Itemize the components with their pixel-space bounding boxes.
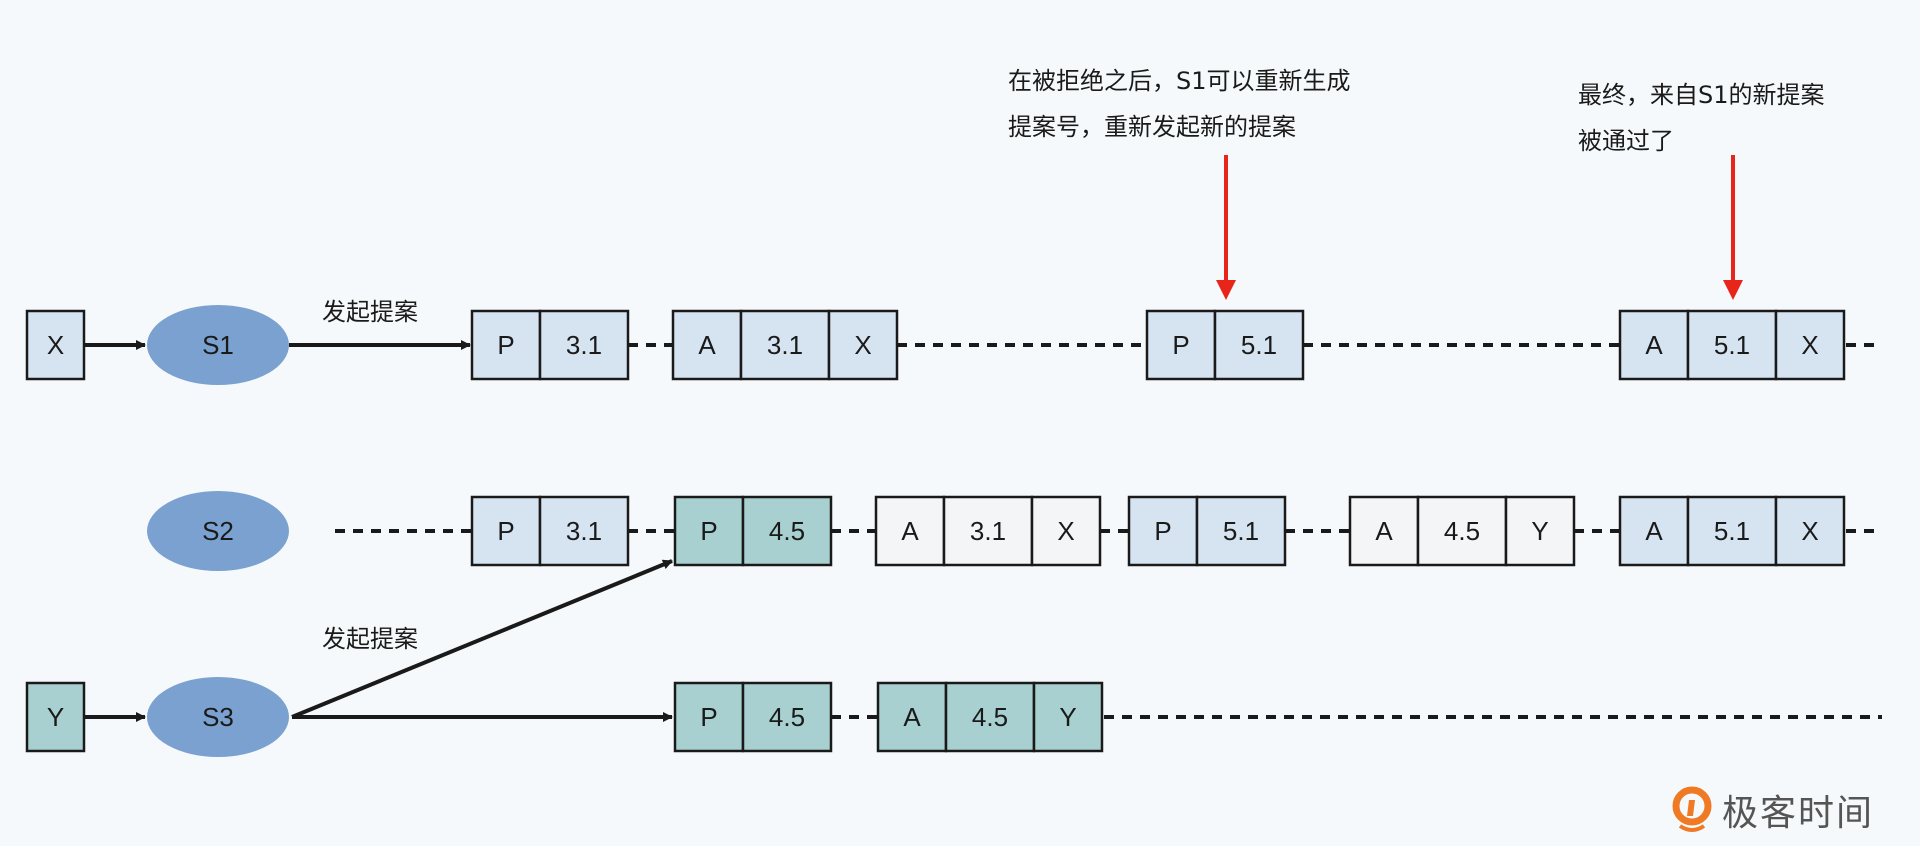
s2-message-4-cell-1-text: 4.5 [1444,516,1480,546]
s1-message-3-cell-1-text: 5.1 [1714,330,1750,360]
s2-message-5: A 5.1 X [1618,495,1846,567]
s2-message-2-cell-1 [942,495,1034,567]
s2-message-3: P 5.1 [1127,495,1287,567]
s3-message-1-cell-2 [1032,681,1104,753]
retry-annotation: 在被拒绝之后，S1可以重新生成 提案号，重新发起新的提案 [1008,58,1351,150]
s1-node [147,305,289,385]
s2-message-0-cell-0 [470,495,542,567]
s2-message-4-cell-1 [1416,495,1508,567]
s1-message-1-cell-2 [827,309,899,381]
s1-message-1-cell-1-text: 3.1 [767,330,803,360]
s2-message-2-cell-2 [1030,495,1102,567]
s2-message-4: A 4.5 Y [1348,495,1576,567]
s3-message-0-cell-1-text: 4.5 [769,702,805,732]
s1-message-0: P 3.1 [470,309,630,381]
s3-message-0-cell-1 [741,681,833,753]
s3-node [147,677,289,757]
accepted-annotation-line2: 被通过了 [1578,127,1674,155]
s3-message-0-cell-0-text: P [700,702,717,732]
s2-message-2-cell-2-text: X [1057,516,1074,546]
logo-text: 极客时间 [1722,793,1875,834]
s1-message-1-cell-2-text: X [854,330,871,360]
s1-message-3-cell-2 [1774,309,1846,381]
s1-node-label: S1 [202,330,234,360]
s1-message-3: A 5.1 X [1618,309,1846,381]
s3-input-box [25,681,86,753]
s3-message-1-cell-1-text: 4.5 [972,702,1008,732]
s2-message-1: P 4.5 [673,495,833,567]
s1-propose-label: 发起提案 [322,298,418,326]
s3-message-1-cell-0 [876,681,948,753]
s1-message-0-cell-1 [538,309,630,381]
s1-message-1-cell-1 [739,309,831,381]
s2-message-4-cell-0-text: A [1375,516,1393,546]
s1-message-1: A 3.1 X [671,309,899,381]
s1-message-0-cell-1-text: 3.1 [566,330,602,360]
s2-message-4-cell-2 [1504,495,1576,567]
s2-message-4-cell-2-text: Y [1531,516,1548,546]
retry-arrow-icon [1216,155,1236,300]
s2-message-2-cell-0-text: A [901,516,919,546]
s2-node [147,491,289,571]
s3-message-1: A 4.5 Y [876,681,1104,753]
s2-message-3-cell-1-text: 5.1 [1223,516,1259,546]
s2-message-5-cell-1 [1686,495,1778,567]
s2-message-2: A 3.1 X [874,495,1102,567]
s1-message-1-cell-0 [671,309,743,381]
s1-message-2: P 5.1 [1145,309,1305,381]
s2-message-1-cell-1-text: 4.5 [769,516,805,546]
s2-message-3-cell-0-text: P [1154,516,1171,546]
s1-message-2-cell-1-text: 5.1 [1241,330,1277,360]
s3-node-label: S3 [202,702,234,732]
s1-message-2-cell-1 [1213,309,1305,381]
accepted-arrow-icon [1723,155,1743,300]
s1-message-3-cell-1 [1686,309,1778,381]
s2-message-5-cell-2 [1774,495,1846,567]
s3-message-1-cell-0-text: A [903,702,921,732]
s2-message-5-cell-1-text: 5.1 [1714,516,1750,546]
s2-message-3-cell-1 [1195,495,1287,567]
s3-propose-label: 发起提案 [322,625,418,653]
s1-message-2-cell-0-text: P [1172,330,1189,360]
s2-message-0-cell-0-text: P [497,516,514,546]
s2-message-1-cell-0-text: P [700,516,717,546]
s1-input-box-text: X [47,330,64,360]
s1-message-0-cell-0-text: P [497,330,514,360]
s3-message-1-cell-2-text: Y [1059,702,1076,732]
accepted-annotation-line1: 最终，来自S1的新提案 [1578,81,1825,109]
s2-message-2-cell-1-text: 3.1 [970,516,1006,546]
s1-message-2-cell-0 [1145,309,1217,381]
s2-message-0-cell-1-text: 3.1 [566,516,602,546]
accepted-annotation: 最终，来自S1的新提案 被通过了 [1578,72,1825,164]
s2-message-1-cell-1 [741,495,833,567]
geektime-logo-icon [1672,786,1712,832]
geektime-logo: 极客时间 [1672,784,1874,836]
retry-annotation-line2: 提案号，重新发起新的提案 [1008,113,1296,141]
s2-message-5-cell-0-text: A [1645,516,1663,546]
s3-input-box-text: Y [47,702,64,732]
s1-message-1-cell-0-text: A [698,330,716,360]
s3-message-0: P 4.5 [673,681,833,753]
s2-message-5-cell-2-text: X [1801,516,1818,546]
s2-message-0-cell-1 [538,495,630,567]
s2-node-label: S2 [202,516,234,546]
s1-message-3-cell-0 [1618,309,1690,381]
s3-message-0-cell-0 [673,681,745,753]
s1-message-3-cell-2-text: X [1801,330,1818,360]
s1-message-3-cell-0-text: A [1645,330,1663,360]
s3-propose-to-s2-arrow [291,559,673,719]
s2-message-3-cell-0 [1127,495,1199,567]
s3-message-1-cell-1 [944,681,1036,753]
s1-input-box [25,309,86,381]
retry-annotation-line1: 在被拒绝之后，S1可以重新生成 [1008,67,1351,95]
s2-message-0: P 3.1 [470,495,630,567]
